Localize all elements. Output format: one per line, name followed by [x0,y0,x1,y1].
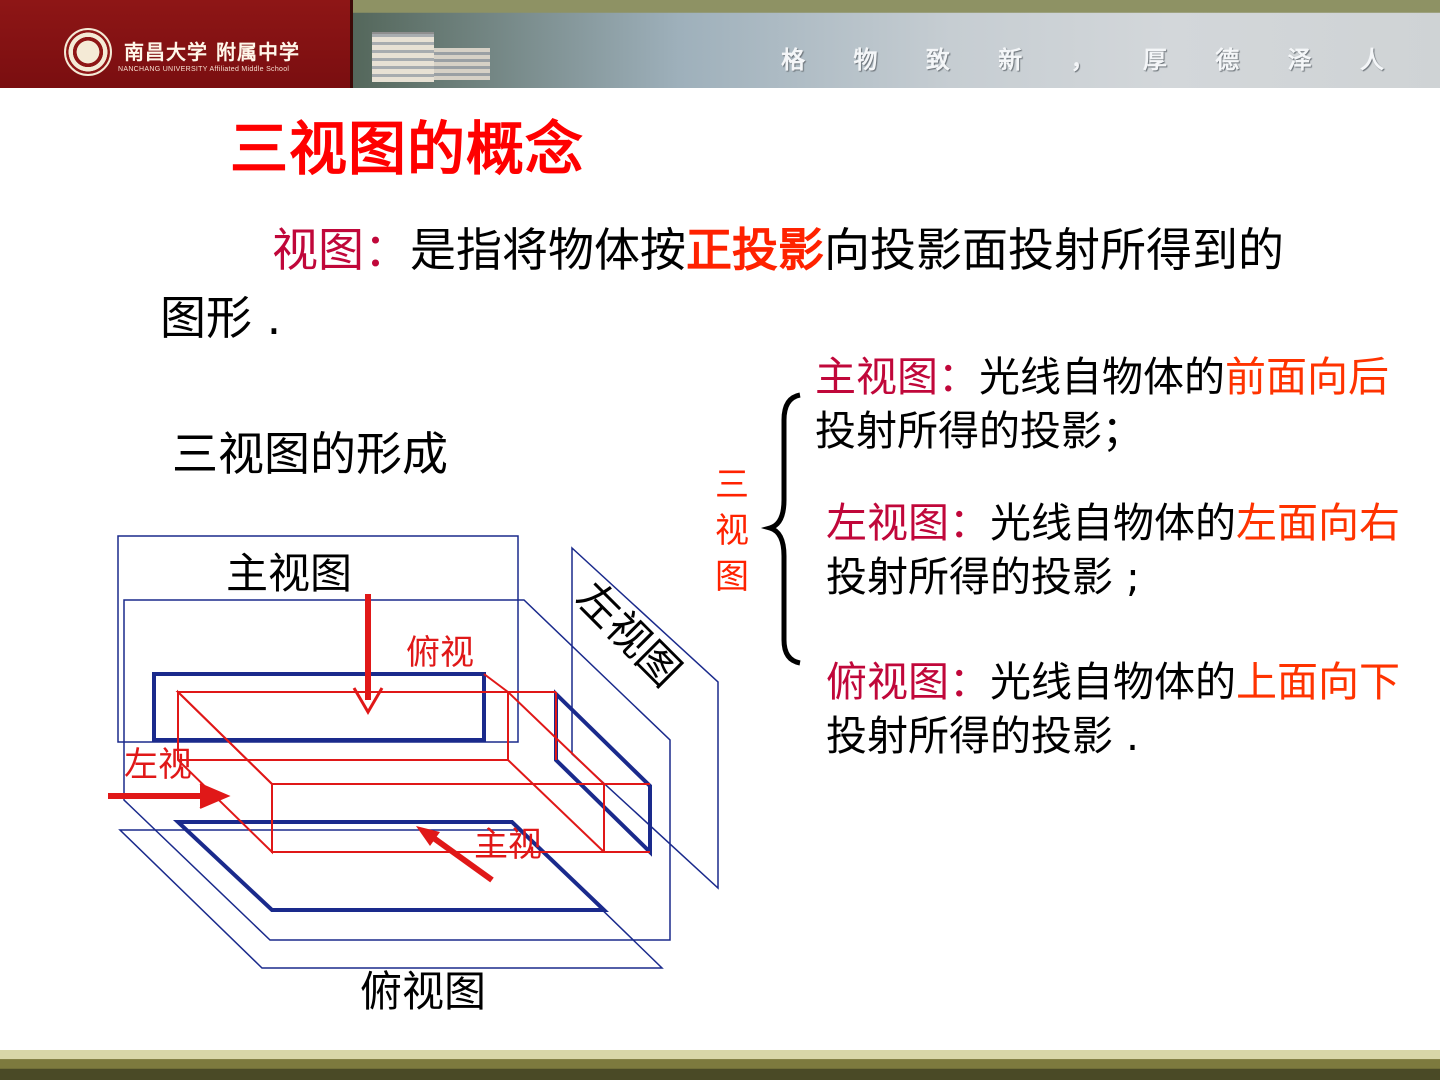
side-plane-label: 左视图 [567,572,691,696]
curly-brace [760,392,801,666]
left-view-term: 左视图： [826,499,990,547]
top-view-term: 俯视图： [826,658,990,706]
formation-heading: 三视图的形成 [172,427,448,481]
slide-title: 三视图的概念 [230,115,585,183]
slide-header: 南昌大学 附属中学 NANCHANG UNIVERSITY Affiliated… [0,0,1440,88]
left-view-text-2: 投射所得的投影 ; [826,553,1140,601]
campus-building-wing-image [434,48,490,80]
top-arrow-label: 俯视 [406,633,474,673]
top-projection-shape [172,820,609,912]
top-view-emphasis: 上面向下 [1236,658,1400,706]
top-plane-label: 俯视图 [360,967,486,1016]
definition-text-2: 向投影面投射所得到的图形 . [160,223,1284,345]
front-view-arrowhead [416,826,440,846]
school-name: 南昌大学 附属中学 [124,40,300,64]
definition-term: 视图： [272,223,410,277]
campus-photo-banner [353,0,1440,88]
top-view-text-2: 投射所得的投影 . [826,712,1140,760]
front-view-arrow [426,831,494,883]
campus-building-image [372,32,434,82]
school-emblem-icon [64,28,112,76]
front-view-text-1: 光线自物体的 [979,353,1225,401]
slide-footer-bar [0,1050,1440,1080]
left-view-description: 左视图：光线自物体的左面向右投射所得的投影 ; [826,496,1426,604]
front-view-description: 主视图：光线自物体的前面向后投射所得的投影； [815,350,1415,458]
top-view-description: 俯视图：光线自物体的上面向下投射所得的投影 . [826,655,1426,763]
front-arrow-label: 主视 [474,825,542,865]
bottom-projection-plane-inner [123,599,671,941]
school-logo-block: 南昌大学 附属中学 NANCHANG UNIVERSITY Affiliated… [0,0,353,88]
definition-text-1: 是指将物体按 [410,223,686,277]
left-view-emphasis: 左面向右 [1236,499,1400,547]
bottom-projection-plane-outer [118,829,664,969]
school-name-english: NANCHANG UNIVERSITY Affiliated Middle Sc… [118,66,290,73]
front-view-emphasis: 前面向后 [1225,353,1389,401]
front-projection-shape [152,672,486,742]
side-projection-plane [571,546,719,890]
definition-emphasis: 正投影 [686,223,824,277]
left-view-arrowhead [199,783,231,809]
front-view-text-2: 投射所得的投影； [815,407,1143,455]
school-motto: 格 物 致 新 ， 厚 德 泽 人 [781,45,1404,74]
top-view-arrowhead [352,687,384,715]
left-arrow-label: 左视 [124,745,192,785]
object-box [175,673,650,855]
front-view-term: 主视图： [815,353,979,401]
view-definition: 视图：是指将物体按正投影向投影面投射所得到的图形 . [160,216,1300,352]
three-views-vertical-label: 三视图 [715,465,749,597]
front-plane-label: 主视图 [226,549,352,598]
top-view-text-1: 光线自物体的 [990,658,1236,706]
left-view-text-1: 光线自物体的 [990,499,1236,547]
